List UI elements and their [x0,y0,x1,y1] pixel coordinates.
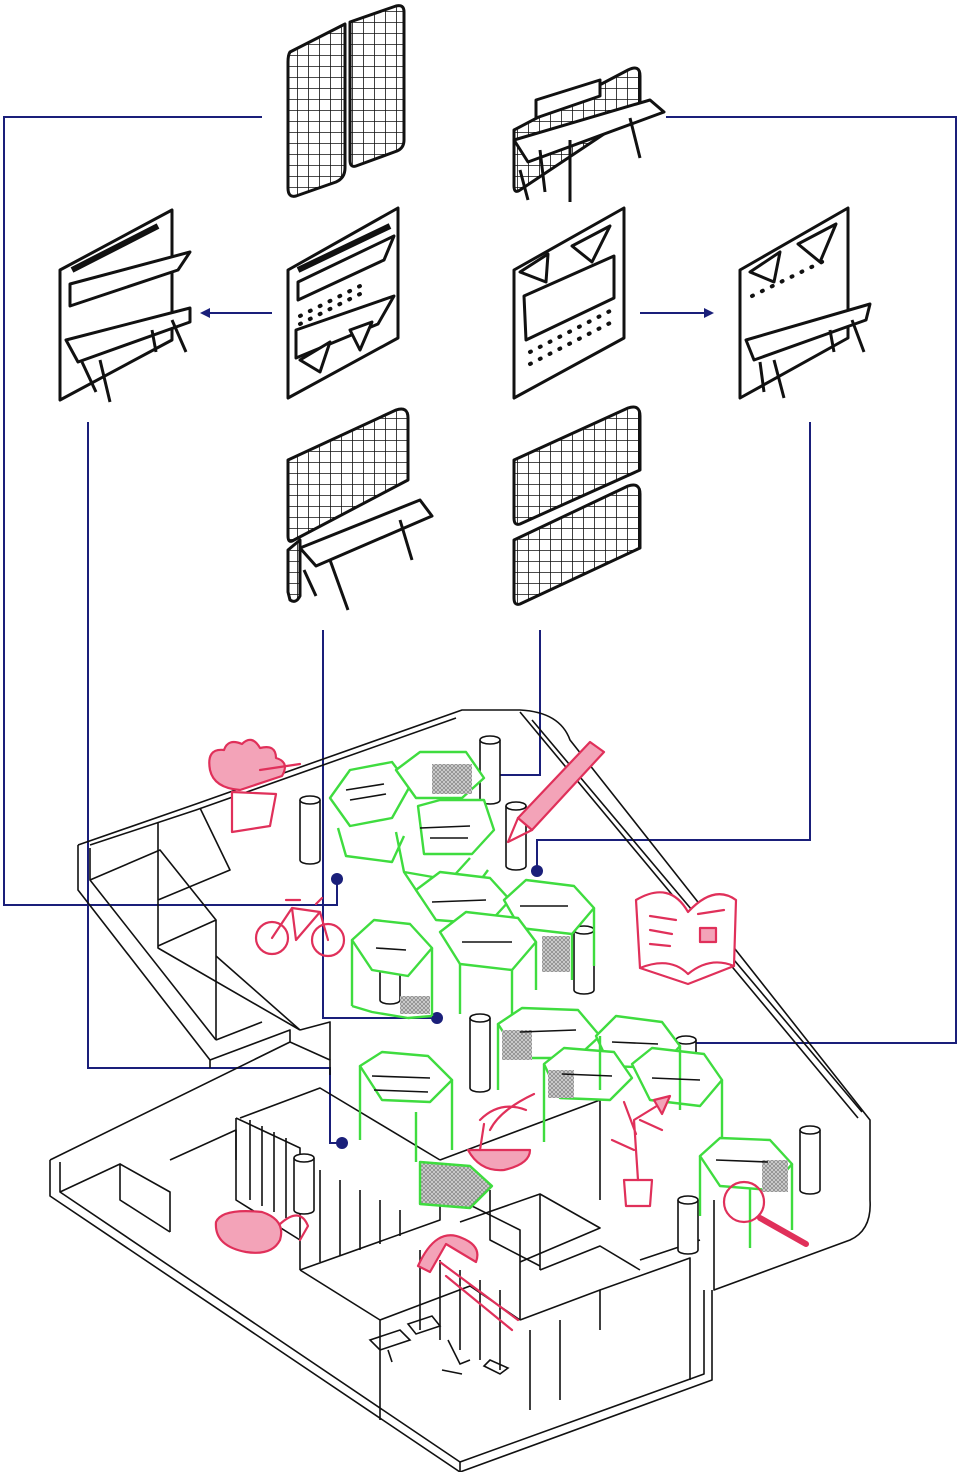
arrow-head-left [200,308,210,318]
outer-wall [77,709,871,1291]
floor-plan [49,709,871,1472]
desk-marks [345,783,769,1163]
hex-cluster-top [328,750,496,902]
grid-desk-icon [512,66,666,202]
bowl-icon [466,1092,536,1172]
connector-dot [331,873,343,885]
sketch-icons [208,738,809,1332]
stacked-grid-panels-icon [512,405,642,606]
connector-grid-panel-pair [3,116,338,906]
plant-icon [208,738,302,834]
arrow-head-right [704,308,714,318]
pegboard-desk-icon [738,206,872,400]
shelf-desk-icon [58,208,192,403]
column [677,1195,699,1255]
column [469,1013,491,1093]
slide-icon [416,1234,520,1332]
connector-dot [531,865,543,877]
vr-headset-icon [214,1210,310,1254]
grid-panel-desk-icon [286,407,434,611]
bicycle-icon [254,896,346,958]
hexagon-workstations [328,750,794,1248]
column [479,735,501,805]
potted-plant-icon [610,1094,672,1208]
hex-cluster-middle [350,870,596,1020]
pegboard-bracket-desk-icon [512,206,626,400]
pegboard-shelf-desk-icon [286,206,400,400]
connector-pegboard-desk-right [536,422,811,871]
connector-stacked-grid-panels [492,630,541,776]
chairs [368,1315,510,1375]
column [299,795,321,865]
connector-dot [431,1012,443,1024]
double-grid-panel-icon [286,4,406,198]
pencil-icon [506,740,606,844]
column [293,1153,315,1215]
open-book-icon [634,891,738,986]
magnifier-icon [722,1180,809,1247]
arrow-heads [200,308,714,318]
connector-dot [336,1137,348,1149]
column [799,1125,821,1195]
column [573,925,595,995]
